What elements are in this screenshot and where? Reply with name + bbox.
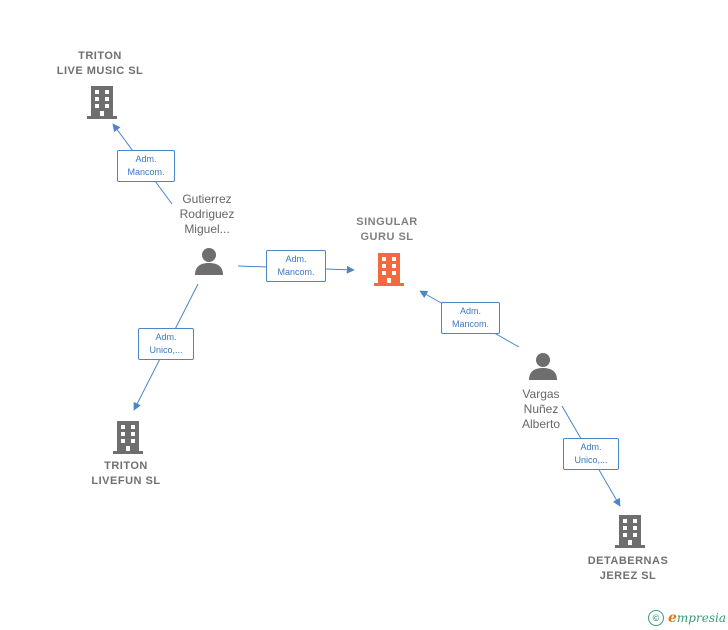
person-icon xyxy=(195,248,223,275)
building-icon-main xyxy=(374,253,404,286)
building-icon xyxy=(87,86,117,119)
building-icon xyxy=(113,421,143,454)
person-label-vargas[interactable]: Vargas Nuñez Alberto xyxy=(521,387,561,431)
person-icon xyxy=(529,353,557,380)
brand-name: empresia xyxy=(668,610,726,626)
company-label-singular-guru[interactable]: SINGULAR GURU SL xyxy=(356,216,418,243)
edge-label-adm-mancom: Adm. Mancom. xyxy=(117,150,175,182)
copyright-icon: © xyxy=(648,610,664,626)
edge-label-adm-mancom: Adm. Mancom. xyxy=(266,250,326,282)
company-label-detabernas-jerez[interactable]: DETABERNAS JEREZ SL xyxy=(587,555,669,582)
edge-label-adm-unico: Adm. Unico,... xyxy=(138,328,194,360)
edge-label-adm-mancom: Adm. Mancom. xyxy=(441,302,500,334)
edge-label-adm-unico: Adm. Unico,... xyxy=(563,438,619,470)
company-label-triton-live-music[interactable]: TRITON LIVE MUSIC SL xyxy=(56,50,144,77)
brand-logo: © empresia xyxy=(648,608,726,628)
company-label-triton-livefun[interactable]: TRITON LIVEFUN SL xyxy=(91,460,161,487)
building-icon xyxy=(615,515,645,548)
person-label-gutierrez[interactable]: Gutierrez Rodriguez Miguel... xyxy=(179,192,235,236)
